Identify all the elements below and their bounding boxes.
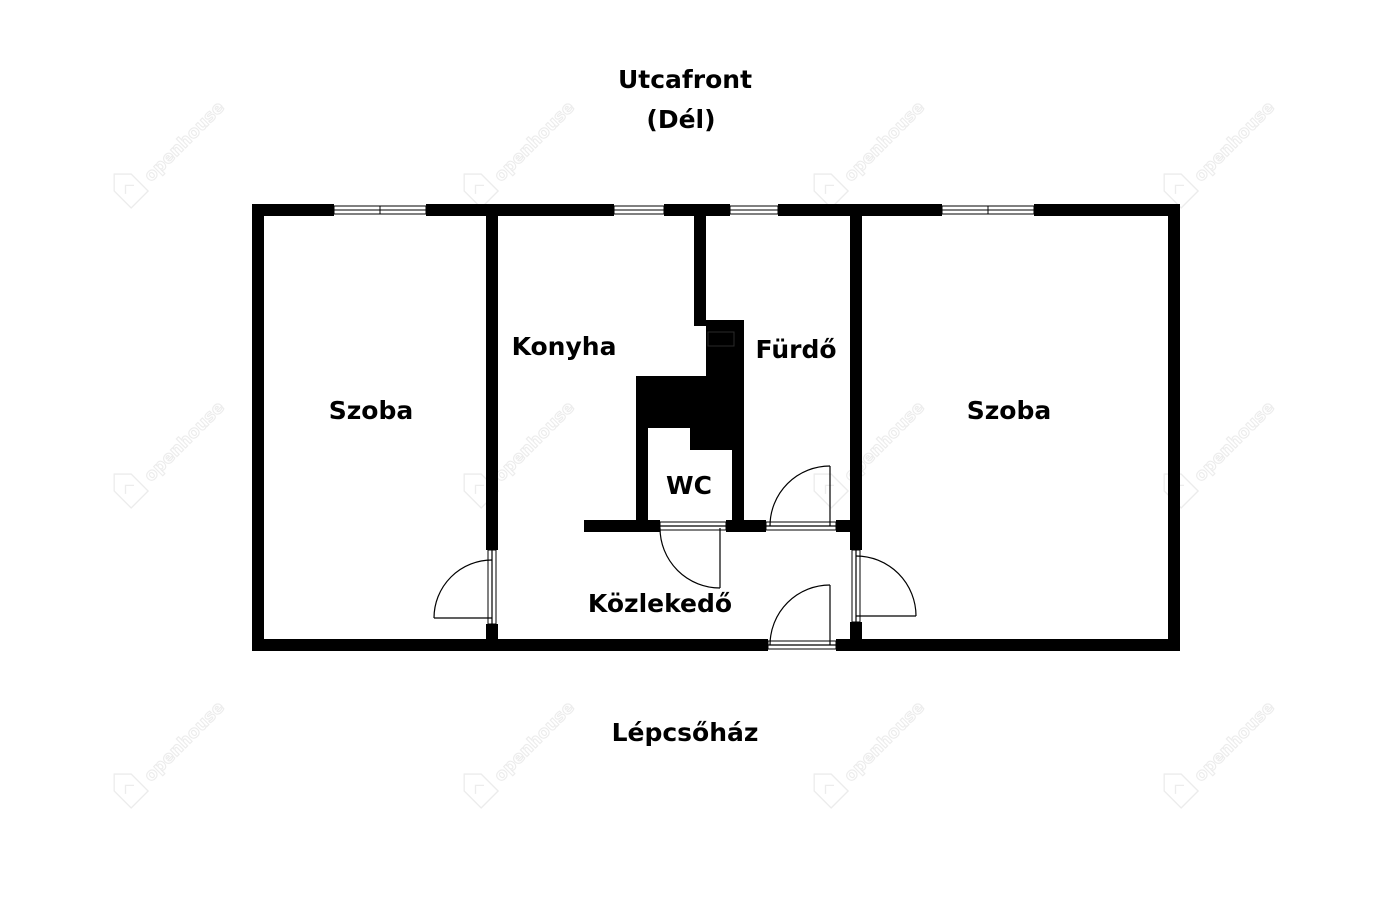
door-furdo bbox=[765, 465, 837, 531]
partition-furdo-szoba bbox=[850, 622, 862, 651]
orientation-top-line1: Utcafront bbox=[618, 65, 752, 94]
door-szoba-right bbox=[851, 549, 917, 623]
door-szoba-left bbox=[433, 549, 497, 625]
openhouse-watermark: openhouse bbox=[463, 397, 579, 509]
labels: Utcafront (Dél) Lépcsőház Szoba Konyha F… bbox=[329, 65, 1052, 747]
openhouse-watermark: openhouse bbox=[813, 697, 929, 809]
openhouse-watermark: openhouse bbox=[113, 697, 229, 809]
corridor-wall-top bbox=[584, 520, 660, 532]
partition-szoba-konyha bbox=[486, 204, 498, 550]
chimney-vent-icon bbox=[707, 331, 735, 347]
outer-wall-right bbox=[1168, 204, 1180, 651]
svg-text:openhouse: openhouse bbox=[140, 98, 228, 186]
room-label-furdo: Fürdő bbox=[755, 335, 836, 364]
window bbox=[613, 205, 665, 215]
window bbox=[333, 205, 427, 215]
openhouse-watermark: openhouse bbox=[113, 97, 229, 209]
partition-konyha-furdo bbox=[694, 204, 706, 326]
orientation-top-line2: (Dél) bbox=[646, 105, 715, 134]
outer-wall-top bbox=[1034, 204, 1180, 216]
room-label-szoba-right: Szoba bbox=[967, 396, 1052, 425]
svg-text:openhouse: openhouse bbox=[1190, 698, 1278, 786]
openhouse-watermark: openhouse bbox=[113, 397, 229, 509]
outer-wall-left bbox=[252, 204, 264, 651]
doors bbox=[433, 465, 917, 650]
svg-text:openhouse: openhouse bbox=[1190, 398, 1278, 486]
outer-wall-top bbox=[252, 204, 334, 216]
outer-wall-bottom bbox=[252, 639, 768, 651]
svg-text:openhouse: openhouse bbox=[490, 398, 578, 486]
walls bbox=[252, 204, 1180, 651]
openhouse-watermark: openhouse bbox=[813, 397, 929, 509]
svg-text:openhouse: openhouse bbox=[840, 698, 928, 786]
outer-wall-top bbox=[426, 204, 614, 216]
room-label-kozlekedo: Közlekedő bbox=[588, 589, 732, 618]
svg-text:openhouse: openhouse bbox=[1190, 98, 1278, 186]
svg-text:openhouse: openhouse bbox=[140, 698, 228, 786]
windows bbox=[333, 205, 1035, 215]
door-wc bbox=[659, 521, 727, 589]
door-entrance bbox=[767, 584, 837, 650]
svg-text:openhouse: openhouse bbox=[140, 398, 228, 486]
room-label-szoba-left: Szoba bbox=[329, 396, 414, 425]
openhouse-watermark: openhouse bbox=[463, 97, 579, 209]
svg-text:openhouse: openhouse bbox=[840, 98, 928, 186]
partition-furdo-szoba bbox=[850, 204, 862, 550]
window bbox=[729, 205, 779, 215]
svg-text:openhouse: openhouse bbox=[490, 698, 578, 786]
chimney-block bbox=[636, 320, 744, 520]
openhouse-watermark: openhouse bbox=[1163, 697, 1279, 809]
svg-text:openhouse: openhouse bbox=[490, 98, 578, 186]
partition-szoba-konyha bbox=[486, 624, 498, 651]
openhouse-watermark: openhouse bbox=[1163, 97, 1279, 209]
wc-wall-right bbox=[732, 450, 744, 522]
corridor-wall-top bbox=[726, 520, 766, 532]
openhouse-watermark: openhouse bbox=[813, 97, 929, 209]
window bbox=[941, 205, 1035, 215]
openhouse-watermark: openhouse bbox=[463, 697, 579, 809]
room-label-wc: WC bbox=[666, 471, 712, 500]
room-label-konyha: Konyha bbox=[512, 332, 617, 361]
outer-wall-bottom bbox=[836, 639, 1180, 651]
orientation-bottom: Lépcsőház bbox=[612, 718, 759, 747]
